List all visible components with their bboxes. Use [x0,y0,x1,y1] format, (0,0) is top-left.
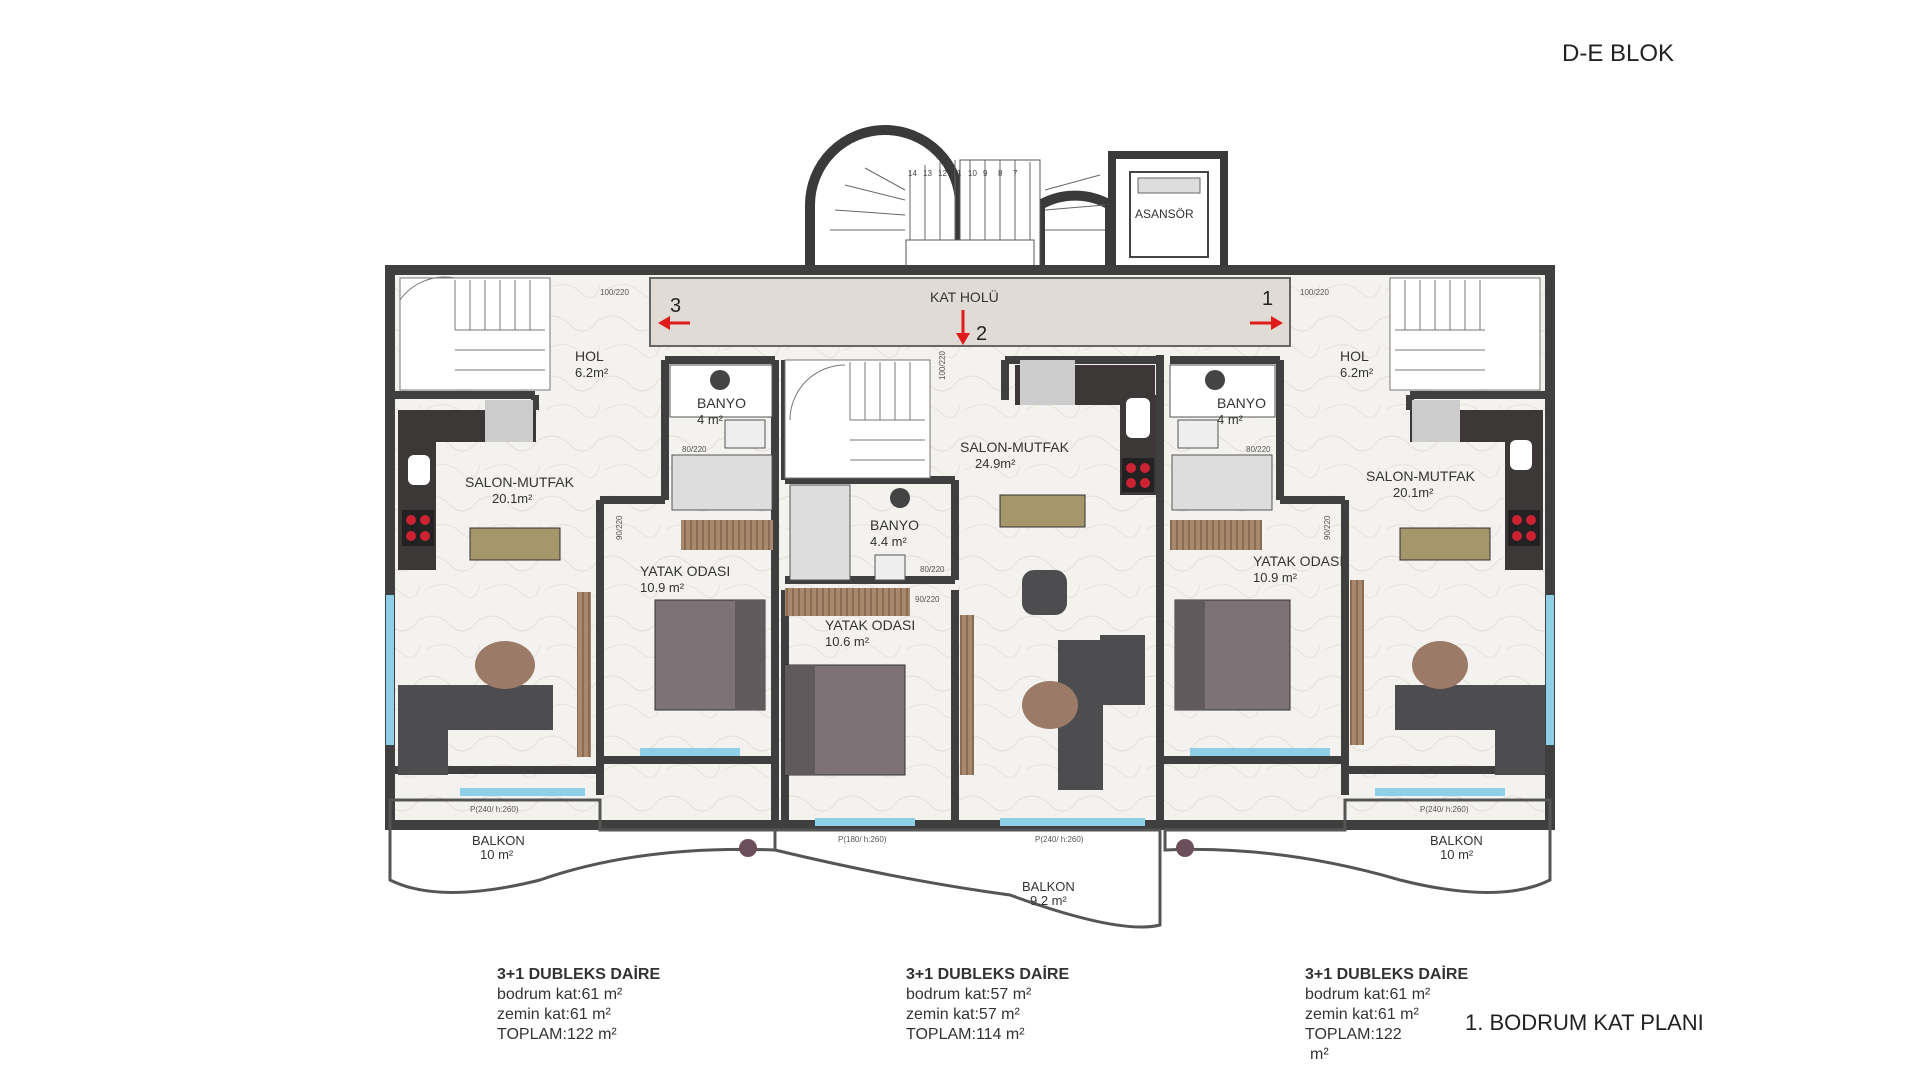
door-label: 100/220 [600,288,629,297]
room-area: 10.9 m² [1253,570,1298,585]
left-unit-labels: HOL 6.2m² SALON-MUTFAK 20.1m² BANYO 4 m²… [465,348,746,862]
room-area: 4 m² [1217,412,1244,427]
room-area: 10.6 m² [825,634,870,649]
unit-summary-right: 3+1 DUBLEKS DAİRE bodrum kat:61 m² zemin… [1305,965,1468,1065]
exit-number-3: 3 [670,295,681,317]
door-label: 90/220 [1323,515,1332,540]
stair-num: 7 [1013,169,1018,178]
stair-num: 12 [938,169,947,178]
windows [386,595,1554,826]
wardrobes [577,520,1364,775]
room-name: SALON-MUTFAK [1366,468,1476,484]
ground-area: zemin kat:61 m² [497,1006,611,1023]
stair-num: 14 [908,169,917,178]
total-area: TOPLAM:122 m² [497,1026,617,1043]
basement-area: bodrum kat:61 m² [1305,986,1431,1003]
middle-unit-labels: SALON-MUTFAK 24.9m² BANYO 4.4 m² 80/220 … [825,439,1084,908]
door-label: 80/220 [682,445,707,454]
unit-type: 3+1 DUBLEKS DAİRE [906,966,1070,983]
room-area: 10.9 m² [640,580,685,595]
kitchens [398,360,1543,570]
balcony-area: 9.2 m² [1030,893,1068,908]
dining-tables [469,494,1491,561]
window-label: P(240/ h:260) [470,805,519,814]
balcony-name: BALKON [472,833,525,848]
exit-arrow-3: 3 [658,295,690,330]
balconies [388,798,1552,929]
exit-arrow-2: 2 [956,310,987,345]
basement-area: bodrum kat:61 m² [497,986,623,1003]
unit-type: 3+1 DUBLEKS DAİRE [1305,966,1469,983]
total-area-unit: m² [1310,1046,1329,1063]
room-area: 20.1m² [1393,485,1434,500]
unit-summary-left: 3+1 DUBLEKS DAİRE bodrum kat:61 m² zemin… [497,965,660,1045]
hall-label: KAT HOLÜ [930,288,999,305]
bathrooms [669,364,1276,581]
room-area: 6.2m² [575,365,609,380]
sofas [398,570,1545,790]
rugs [475,641,1468,729]
door-label: 90/220 [915,595,940,604]
door-label: 100/220 [1300,288,1329,297]
room-name: BANYO [1217,395,1266,411]
window-label: P(180/ h:260) [838,835,887,844]
stair-num: 13 [923,169,932,178]
beds [654,599,1291,776]
elevator: ASANSÖR [1108,151,1228,274]
kat-holu: KAT HOLÜ [649,277,1291,347]
ground-area: zemin kat:57 m² [906,1006,1020,1023]
balcony-name: BALKON [1430,833,1483,848]
door-label: 80/220 [1246,445,1271,454]
room-name: HOL [1340,348,1369,364]
balcony-area: 10 m² [1440,847,1474,862]
unit-stairs [399,276,1541,479]
window-label: P(240/ h:260) [1420,805,1469,814]
room-name: BANYO [697,395,746,411]
stair-num: 11 [953,169,962,178]
total-area: TOPLAM:114 m² [906,1026,1025,1043]
exit-number-1: 1 [1262,288,1273,310]
stair-num: 10 [968,169,977,178]
room-area: 4 m² [697,412,724,427]
right-unit-labels: HOL 6.2m² SALON-MUTFAK 20.1m² BANYO 4 m²… [1217,348,1483,862]
unit-summary-middle: 3+1 DUBLEKS DAİRE bodrum kat:57 m² zemin… [906,965,1069,1045]
door-label: 100/220 [938,351,947,380]
ground-area: zemin kat:61 m² [1305,1006,1419,1023]
room-name: SALON-MUTFAK [960,439,1070,455]
unit-type: 3+1 DUBLEKS DAİRE [497,966,661,983]
stair-tower: 14 13 12 11 10 9 8 7 [805,125,1115,280]
room-name: YATAK ODASI [640,563,730,579]
room-area: 6.2m² [1340,365,1374,380]
plan-title: 1. BODRUM KAT PLANI [1465,1010,1704,1035]
total-area: TOPLAM:122 [1305,1026,1402,1043]
room-name: YATAK ODASI [1253,553,1343,569]
room-name: SALON-MUTFAK [465,474,575,490]
exit-arrow-1: 1 [1250,288,1283,330]
room-area: 20.1m² [492,491,533,506]
room-area: 24.9m² [975,456,1016,471]
balcony-name: BALKON [1022,879,1075,894]
stair-num: 8 [998,169,1003,178]
basement-area: bodrum kat:57 m² [906,986,1032,1003]
block-title: D-E BLOK [1562,40,1675,67]
room-name: YATAK ODASI [825,617,915,633]
exit-number-2: 2 [976,323,987,345]
door-label: 90/220 [615,515,624,540]
room-name: HOL [575,348,604,364]
door-label: 80/220 [920,565,945,574]
elevator-label: ASANSÖR [1135,207,1194,221]
room-name: BANYO [870,517,919,533]
window-label: P(240/ h:260) [1035,835,1084,844]
balcony-area: 10 m² [480,847,514,862]
exit-arrows: 3 2 1 100/220 100/220 100/220 [600,288,1329,380]
stair-num: 9 [983,169,988,178]
room-area: 4.4 m² [870,534,908,549]
